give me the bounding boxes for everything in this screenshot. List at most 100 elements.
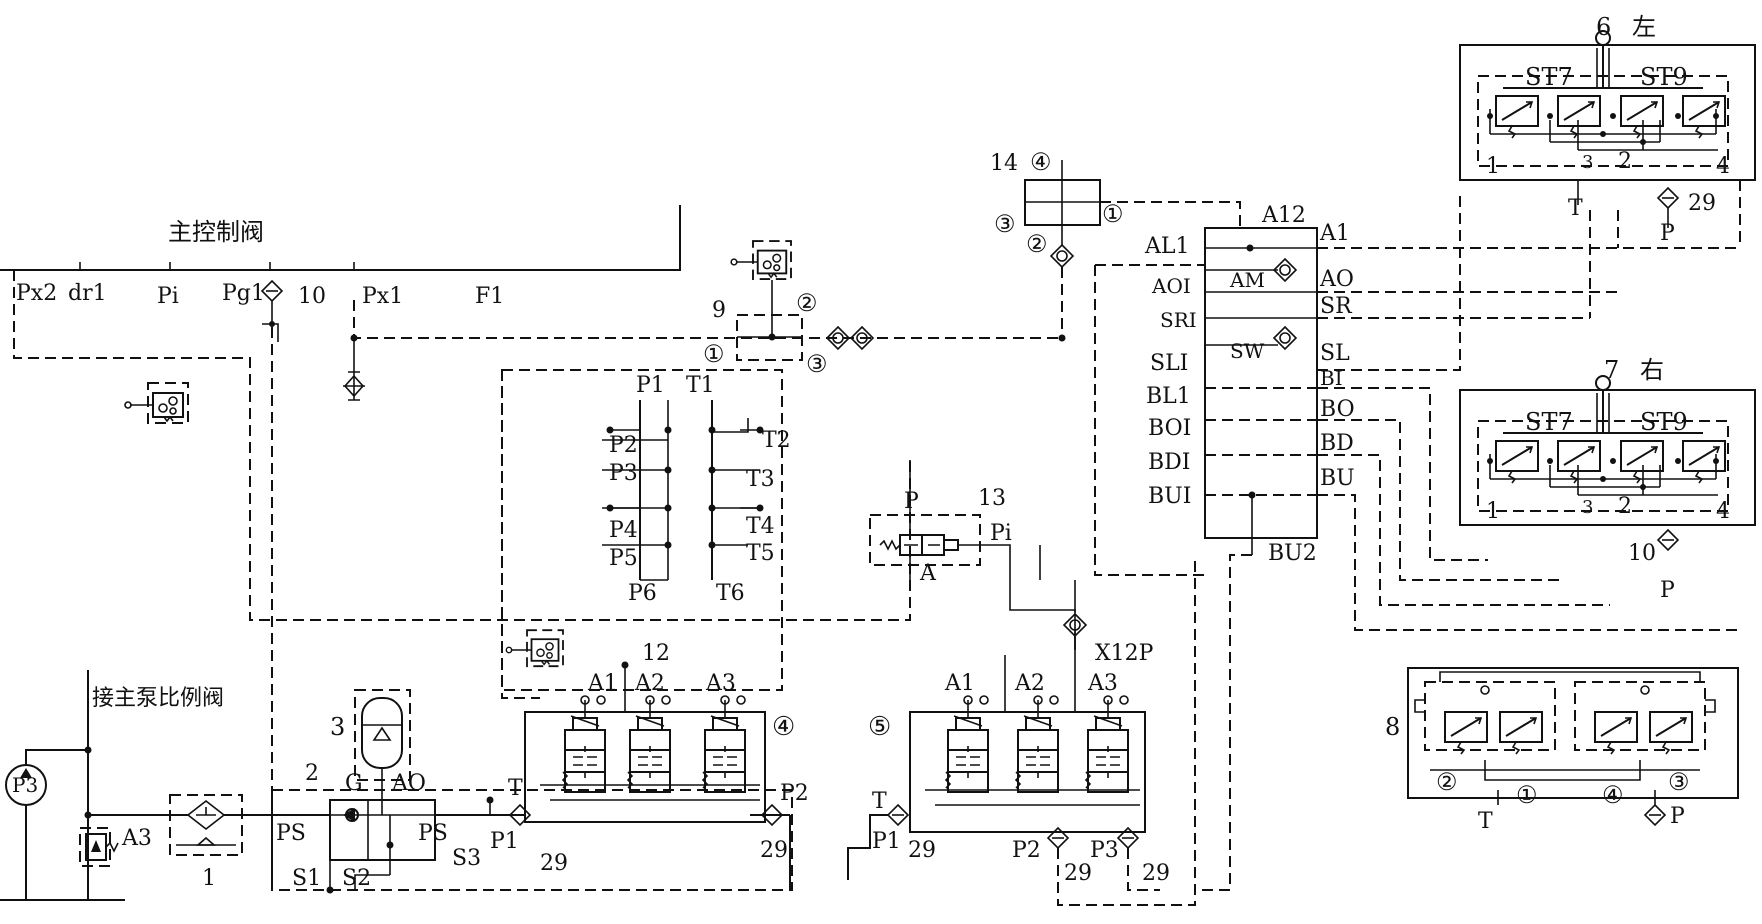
left-pilot-port-t: T	[1568, 196, 1583, 221]
acc-port-g: G	[345, 771, 363, 796]
valve9-pressure-switch-icon	[730, 240, 792, 281]
pedal-port-1: ①	[1516, 781, 1538, 809]
valve13-port-p: P	[904, 489, 919, 514]
valve9-port-2: ②	[796, 289, 818, 317]
sol5-a2-icon	[1015, 715, 1059, 793]
left-pilot-port-4: 4	[1716, 154, 1730, 179]
manifold-t2: T2	[762, 428, 791, 453]
pedal-port-3: ③	[1668, 768, 1690, 796]
left-pilot-port-1: 1	[1486, 154, 1500, 179]
valve14-port-3: ③	[994, 210, 1016, 238]
pg1-filter-icon	[261, 280, 283, 302]
sol4-a1-icon	[562, 715, 606, 793]
joint-sw: SW	[1230, 339, 1265, 363]
solenoid-group-4: 12 A1 A2 A3 ④ T P2 P1 29 29	[455, 370, 809, 890]
port-dr1: dr1	[68, 281, 107, 306]
sol4-p1-label: P1	[490, 829, 519, 854]
manifold-p5: P5	[609, 546, 638, 571]
joint-bu2: BU2	[1268, 541, 1317, 566]
acc-port-s1: S1	[292, 866, 321, 891]
filter-1: 1	[169, 794, 243, 891]
right-pilot-side: 右	[1640, 356, 1664, 384]
joint-right-ao: AO	[1319, 267, 1354, 292]
joint-am: AM	[1229, 268, 1265, 292]
sol4-number: ④	[772, 712, 795, 742]
sol5-a3-label: A3	[1087, 671, 1118, 696]
sol5-a1-icon	[945, 715, 989, 793]
sol5-p2-label: P2	[1012, 838, 1041, 863]
pedal-number: 8	[1385, 713, 1400, 741]
acc-port-ps-left: PS	[276, 821, 306, 846]
valve-9: 9 ① ② ③	[703, 240, 828, 378]
valve13-port-a: A	[919, 561, 937, 586]
right-pilot-port-4: 4	[1716, 499, 1730, 524]
right-pilot-port-3: 3	[1582, 497, 1593, 518]
joint-right-sl: SL	[1320, 341, 1350, 366]
joint-right-bo: BO	[1320, 397, 1355, 422]
valve9-number: 9	[712, 298, 726, 323]
joint-right-bi: BI	[1320, 366, 1343, 390]
sol4-number-12: 12	[642, 641, 670, 666]
sol5-filter-29c: 29	[1142, 861, 1170, 886]
px1-pilot-line	[343, 300, 1066, 401]
pedal-port-2: ②	[1436, 768, 1458, 796]
right-pilot-port-1: 1	[1486, 499, 1500, 524]
valve14-check-icon	[1050, 244, 1074, 268]
px2-pilot-line	[13, 270, 911, 621]
sol5-p1-label: P1	[872, 829, 901, 854]
manifold-p2: P2	[609, 433, 638, 458]
valve13-number: 13	[978, 486, 1006, 511]
joint-left-boi: BOI	[1148, 416, 1191, 441]
sol5-filter-29a: 29	[908, 838, 936, 863]
sol5-a2-label: A2	[1014, 671, 1045, 696]
acc-port-ps-right: PS	[418, 821, 448, 846]
right-pilot-st7: ST7	[1525, 408, 1573, 436]
right-pilot-number: 7	[1604, 356, 1619, 384]
right-pilot-port-p: P	[1660, 578, 1675, 603]
joint-right-bu: BU	[1320, 466, 1355, 491]
manifold-p1: P1	[636, 373, 665, 398]
pedal-port-4: ④	[1602, 781, 1624, 809]
joint-a12: A12	[1261, 203, 1306, 228]
left-pilot-st7: ST7	[1525, 63, 1573, 91]
joint-right-sr: SR	[1320, 294, 1353, 319]
acc-port-ao: AO	[391, 771, 426, 796]
pump-label: P3	[12, 773, 38, 797]
joint-left-sri: SRI	[1160, 308, 1197, 332]
manifold-t4: T4	[746, 514, 775, 539]
sol4-a2-icon	[627, 715, 671, 793]
joint-left-bui: BUI	[1148, 484, 1191, 509]
valve13-port-pi: Pi	[990, 521, 1012, 546]
port-px2: Px2	[16, 281, 57, 306]
valve14-port-4: ④	[1030, 148, 1052, 176]
px1-check-valve-icon	[343, 371, 365, 401]
main-control-valve: 主控制阀 Px2 dr1 Pi Pg1 10 Px1 F1	[0, 205, 681, 342]
valve14-number: 14	[990, 151, 1018, 176]
sol4-pressure-switch-icon	[505, 629, 564, 668]
sol4-a1-label: A1	[587, 671, 618, 696]
joint-left-bdi: BDI	[1148, 450, 1191, 475]
manifold-t3: T3	[746, 467, 775, 492]
pilot-valve-left: 6 左 ST7 ST9 1 2 3 4 T P 29	[1459, 13, 1756, 318]
joint-left-al1: AL1	[1144, 234, 1190, 259]
acc-number-3: 3	[330, 713, 345, 741]
left-pilot-filter-29: 29	[1688, 191, 1716, 216]
valve9-port-3: ③	[806, 350, 828, 378]
solenoid-group-5: A1 A2 A3 X12P ⑤ T P1 29 P2 P3 29 29	[847, 555, 1196, 906]
right-pilot-filter-icon	[1657, 529, 1679, 551]
connect-label: 接主泵比例阀	[92, 686, 224, 711]
sol4-filter-29a: 29	[540, 851, 568, 876]
accumulator-block: 2 3 G AO PS PS S1 S2 S3	[271, 689, 793, 894]
sol4-filter-29b: 29	[760, 838, 788, 863]
left-pilot-number: 6	[1596, 13, 1611, 41]
sol4-a3-icon	[702, 715, 746, 793]
manifold-t5: T5	[746, 541, 775, 566]
right-pilot-filter-10: 10	[1628, 541, 1656, 566]
filter-number: 1	[202, 866, 216, 891]
left-pilot-port-2: 2	[1618, 149, 1632, 174]
sol4-p2-label: P2	[780, 781, 809, 806]
acc-number-2: 2	[305, 761, 319, 786]
port-f1: F1	[475, 284, 504, 309]
sol5-a1-label: A1	[944, 671, 975, 696]
sol5-p3-label: P3	[1090, 838, 1119, 863]
